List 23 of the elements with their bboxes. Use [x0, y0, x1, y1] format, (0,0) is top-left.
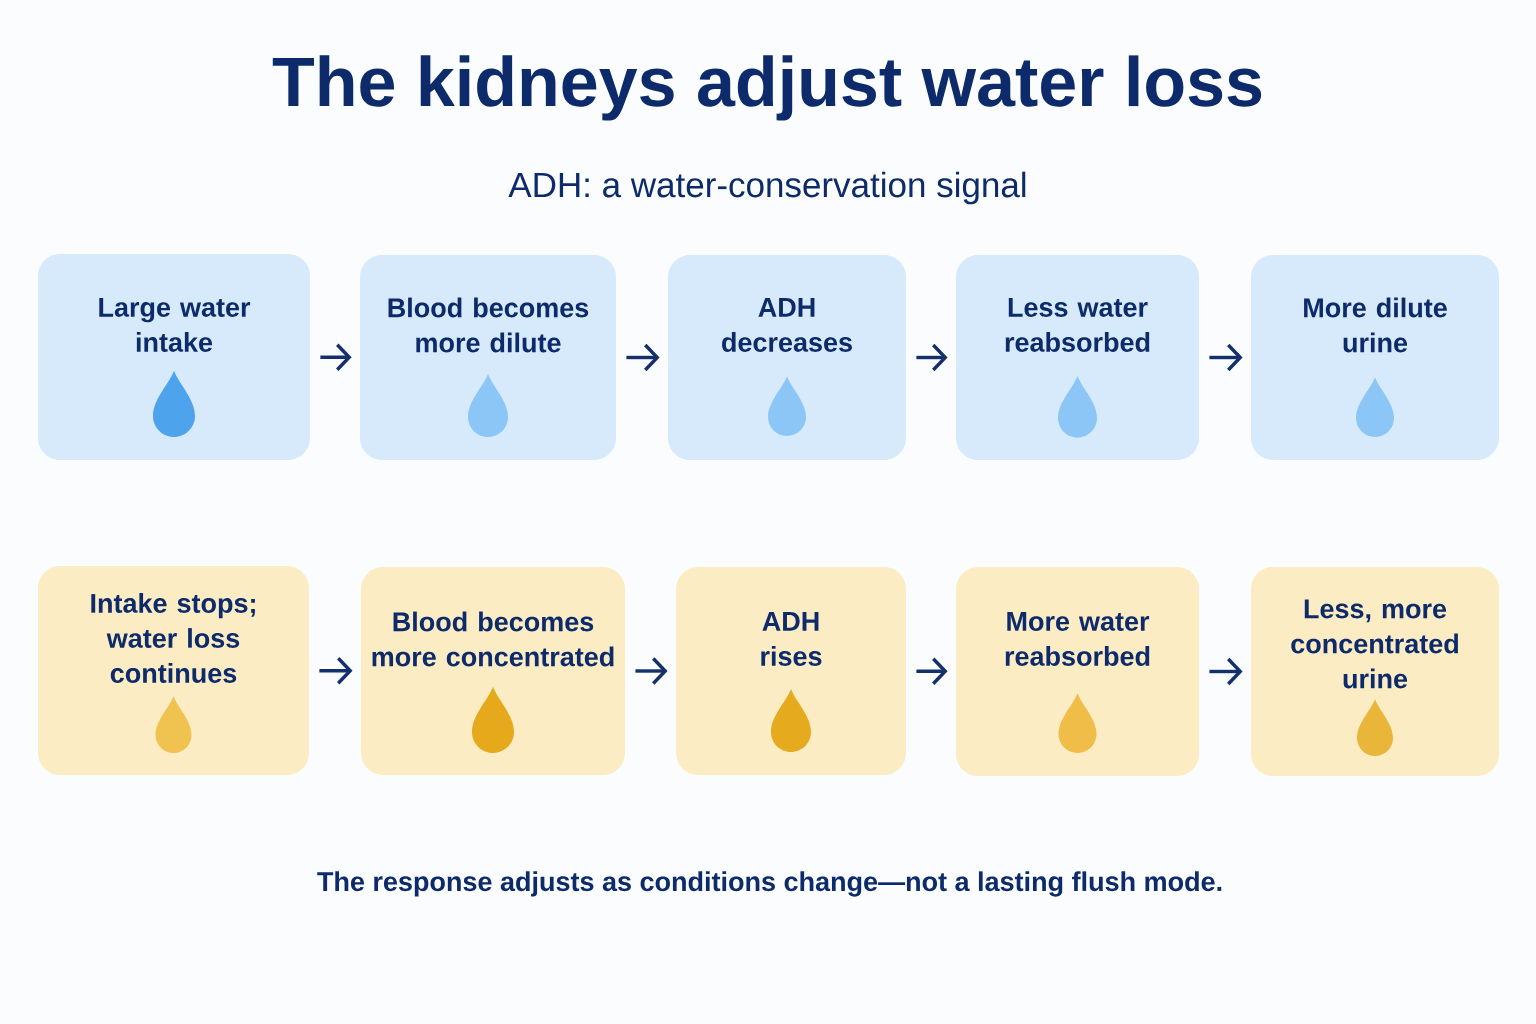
water-drop-icon [468, 374, 508, 437]
step-box: More water reabsorbed [956, 567, 1199, 776]
water-drop-icon [771, 689, 811, 752]
step-box: Intake stops; water loss continues [38, 566, 309, 775]
caption: The response adjusts as conditions change—not a lasting flush mode. [317, 871, 1222, 897]
step-box: Blood becomes more concentrated [361, 567, 625, 775]
water-drop-icon [1356, 377, 1394, 437]
step-box: ADH rises [676, 567, 906, 775]
step-box: Less water reabsorbed [956, 255, 1199, 460]
subtitle: ADH: a water-conservation signal [508, 171, 1026, 205]
step-box: Blood becomes more dilute [360, 255, 616, 460]
water-drop-icon [153, 370, 195, 437]
water-drop-icon [768, 376, 806, 436]
step-box: More dilute urine [1251, 255, 1499, 460]
step-box: Large water intake [38, 254, 310, 460]
water-drop-icon [1058, 693, 1097, 753]
water-drop-icon [155, 696, 192, 753]
water-drop-icon [1357, 699, 1393, 756]
step-box: ADH decreases [668, 255, 906, 460]
water-drop-icon [472, 686, 514, 753]
water-drop-icon [1058, 376, 1097, 438]
title: The kidneys adjust water loss [272, 55, 1262, 121]
step-box: Less, more concentrated urine [1251, 567, 1499, 776]
